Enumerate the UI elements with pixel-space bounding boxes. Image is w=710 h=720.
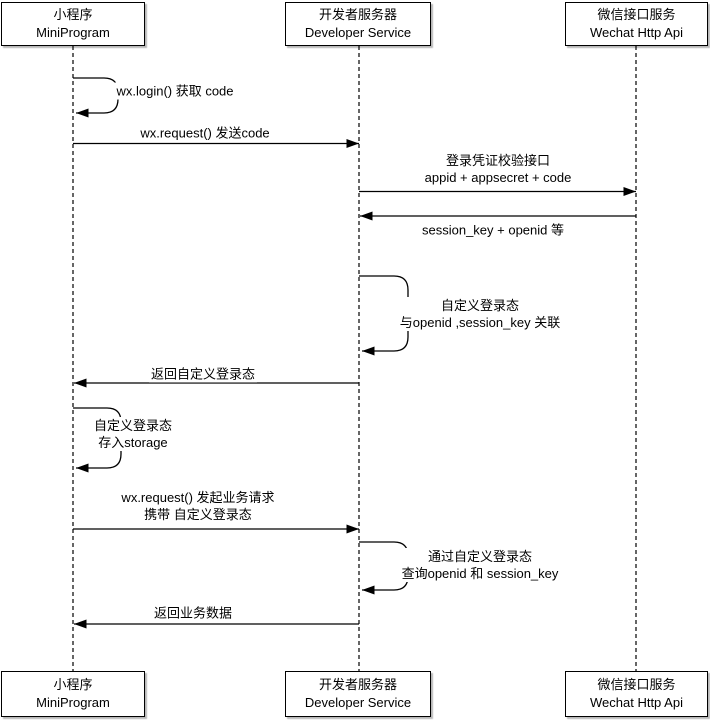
label-line: appid + appsecret + code <box>424 170 572 185</box>
label-line: session_key + openid 等 <box>421 222 565 238</box>
actor-name-cn: 微信接口服务 <box>597 7 676 22</box>
actor-box-miniprogram-bottom: 小程序 MiniProgram <box>1 671 145 717</box>
actor-box-miniprogram-top: 小程序 MiniProgram <box>1 2 145 46</box>
actor-name-en: Wechat Http Api <box>590 25 683 40</box>
label-send-code: wx.request() 发送code <box>138 124 272 142</box>
label-session-key-return: session_key + openid 等 <box>419 221 567 239</box>
label-line: 返回自定义登录态 <box>150 366 256 382</box>
actor-name-cn: 小程序 <box>53 677 93 692</box>
label-line: 存入storage <box>98 435 168 450</box>
actor-box-wechat-api-bottom: 微信接口服务 Wechat Http Api <box>565 671 708 717</box>
label-query-openid: 通过自定义登录态 查询openid 和 session_key <box>399 548 561 582</box>
actor-name-en: MiniProgram <box>36 25 110 40</box>
label-line: 查询openid 和 session_key <box>401 566 559 581</box>
label-line: wx.request() 发起业务请求 <box>121 490 275 505</box>
label-line: 与openid ,session_key 关联 <box>399 315 561 330</box>
actor-name-en: Wechat Http Api <box>590 695 683 710</box>
self-loop-wx-login <box>73 77 119 118</box>
label-line: 通过自定义登录态 <box>427 549 532 564</box>
label-line: 登录凭证校验接口 <box>445 153 551 168</box>
label-wx-login: wx.login() 获取 code <box>114 82 236 100</box>
actor-box-wechat-api-top: 微信接口服务 Wechat Http Api <box>565 2 708 46</box>
label-credential-check: 登录凭证校验接口 appid + appsecret + code <box>422 152 574 186</box>
label-line: wx.login() 获取 code <box>116 83 234 99</box>
actor-box-developer-service-bottom: 开发者服务器 Developer Service <box>285 671 431 717</box>
actor-name-cn: 微信接口服务 <box>597 677 676 692</box>
label-line: wx.request() 发送code <box>140 125 270 141</box>
actor-name-cn: 开发者服务器 <box>318 677 397 692</box>
actor-name-cn: 小程序 <box>53 7 93 22</box>
actor-box-developer-service-top: 开发者服务器 Developer Service <box>285 2 431 46</box>
label-return-business-data: 返回业务数据 <box>151 604 235 622</box>
label-line: 携带 自定义登录态 <box>144 507 252 522</box>
label-store-storage: 自定义登录态 存入storage <box>91 417 175 451</box>
label-line: 返回业务数据 <box>153 605 233 621</box>
actor-name-en: Developer Service <box>304 25 412 40</box>
actor-name-cn: 开发者服务器 <box>318 7 397 22</box>
label-return-login-state: 返回自定义登录态 <box>148 365 258 383</box>
actor-name-en: MiniProgram <box>36 695 110 710</box>
label-custom-login-state: 自定义登录态 与openid ,session_key 关联 <box>397 297 563 331</box>
label-business-request: wx.request() 发起业务请求 携带 自定义登录态 <box>119 489 277 523</box>
label-line: 自定义登录态 <box>93 418 173 433</box>
actor-name-en: Developer Service <box>304 695 412 710</box>
label-line: 自定义登录态 <box>440 298 520 313</box>
